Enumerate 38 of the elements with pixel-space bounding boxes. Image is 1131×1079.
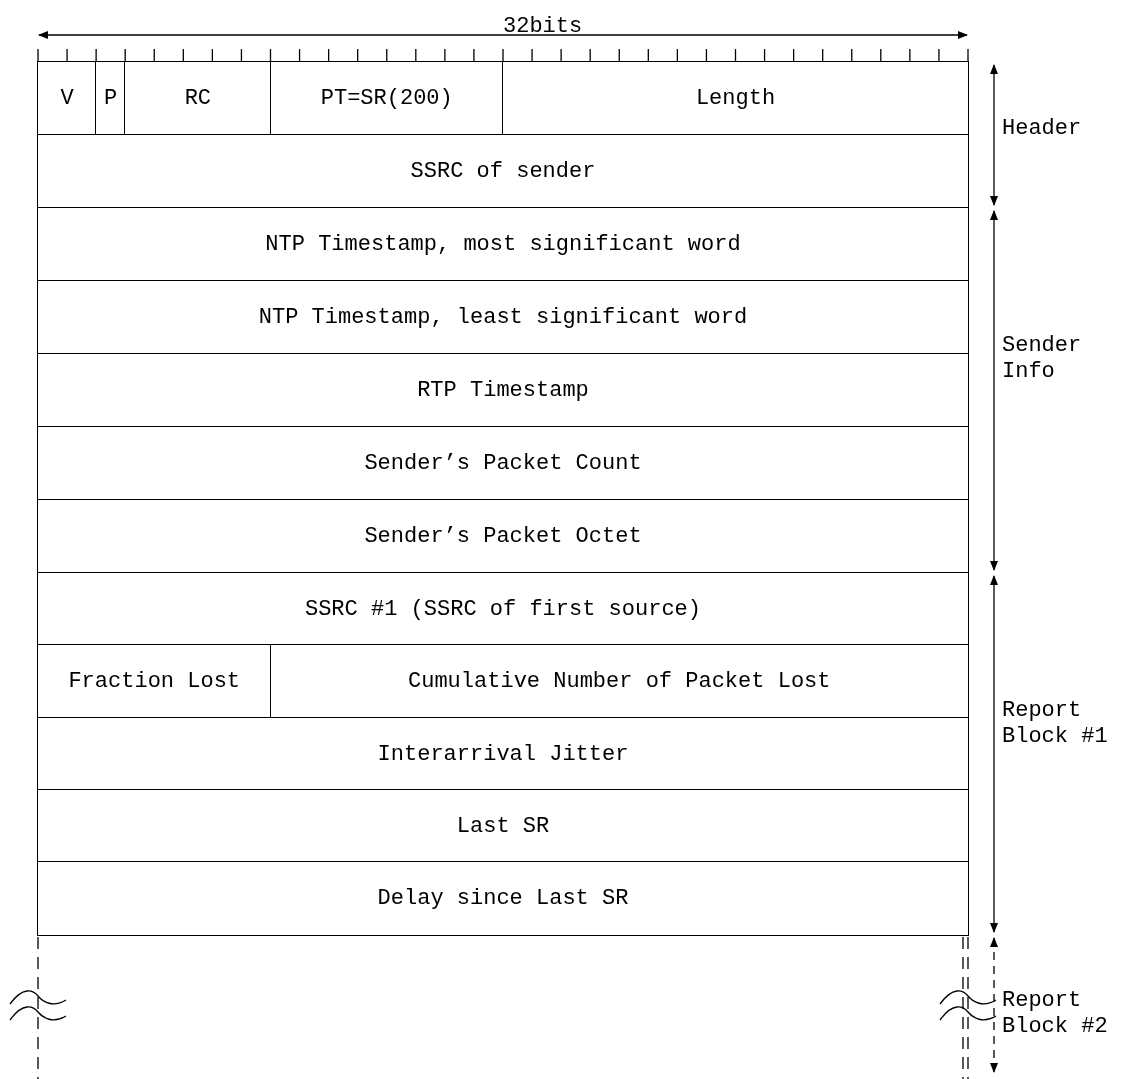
section-label: Sender Info bbox=[1002, 333, 1083, 385]
section-label: Report Block #1 bbox=[1002, 698, 1109, 750]
field-name: Length bbox=[695, 86, 776, 111]
field-name: SSRC of sender bbox=[410, 159, 596, 184]
field-name: RTP Timestamp bbox=[417, 378, 589, 403]
field-name: NTP Timestamp, least significant word bbox=[258, 305, 748, 330]
field-name: P bbox=[104, 86, 118, 111]
field-name: Cumulative Number of Packet Lost bbox=[408, 669, 831, 694]
field-cell bbox=[37, 861, 969, 936]
field-cell bbox=[37, 644, 272, 719]
dimension-label: 32bits bbox=[503, 14, 583, 40]
field-cell bbox=[37, 426, 969, 501]
field-name: PT=SR(200) bbox=[320, 86, 453, 111]
field-name: V bbox=[60, 86, 74, 111]
field-name: Sender’s Packet Octet bbox=[364, 524, 642, 549]
field-cell bbox=[37, 572, 969, 646]
field-name: Sender’s Packet Count bbox=[364, 451, 642, 476]
field-name: Delay since Last SR bbox=[377, 886, 629, 911]
section-label: Report Block #2 bbox=[1002, 988, 1109, 1040]
field-cell bbox=[95, 61, 126, 136]
field-cell bbox=[37, 207, 969, 282]
field-name: NTP Timestamp, most significant word bbox=[265, 232, 741, 257]
field-name: Last SR bbox=[456, 813, 550, 839]
field-cell bbox=[502, 61, 969, 136]
field-name: Interarrival Jitter bbox=[377, 741, 629, 767]
field-cell bbox=[37, 280, 969, 355]
field-cell bbox=[37, 717, 969, 791]
field-name: SSRC #1 (SSRC of first source) bbox=[304, 596, 702, 622]
section-label: Header bbox=[1002, 116, 1083, 142]
field-name: RC bbox=[184, 86, 212, 111]
field-cell bbox=[37, 353, 969, 428]
field-cell bbox=[37, 134, 969, 209]
field-name: Fraction Lost bbox=[68, 669, 241, 694]
field-cell bbox=[269, 644, 969, 719]
field-cell bbox=[37, 61, 97, 136]
field-cell bbox=[37, 789, 969, 863]
field-cell bbox=[124, 61, 272, 136]
field-cell bbox=[37, 499, 969, 574]
